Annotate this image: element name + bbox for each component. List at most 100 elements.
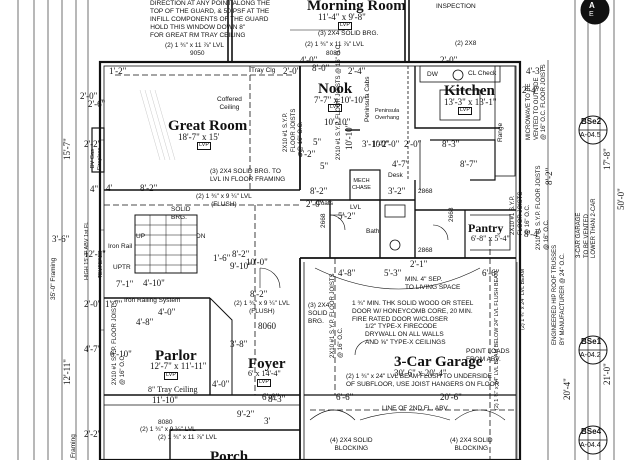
dim-label: 8'-3" <box>442 139 460 149</box>
dim-label: 1'-6" <box>213 253 231 263</box>
note-floor-joists-kitchen: 2X10 #1 S.Y.P. FLOOR JOISTS @ 16" O.C. <box>336 43 342 160</box>
dim-label: 12'-1" <box>84 249 106 259</box>
dim-label: 10'-10" <box>324 117 351 127</box>
dim-label: 8'-2" <box>250 289 268 299</box>
dim-label: 7'-1" <box>116 279 134 289</box>
dim-label: 3' <box>264 416 271 426</box>
dim-label: 2'-1" <box>410 259 428 269</box>
dim-label: 4'-10" <box>143 278 165 288</box>
dim-label: 4' <box>106 183 113 193</box>
dim-label: 2'-0" <box>306 199 324 209</box>
dim-label: 2'-6" <box>88 99 106 109</box>
room-dims-kitchen: 13'-3" x 13'-1" <box>444 97 497 107</box>
room-dims-foyer: 6' x 14'-4" <box>248 369 281 378</box>
dim-label: 3'-8" <box>230 339 248 349</box>
dim-label: 3'-6" <box>52 234 70 244</box>
dim-label: 3'-2" <box>388 186 406 196</box>
dim-2-0: 2'-0" <box>80 91 98 101</box>
note-floor-joists-garage: 2X10 #1 S.Y.P. FLOOR JOISTS @ 16" O.C. <box>330 273 344 359</box>
note-desk: Desk <box>388 172 403 179</box>
dim-label: 8060 <box>258 321 276 331</box>
dim-label: 6'-6" <box>336 392 354 402</box>
dim-17-8: 17'-8" <box>602 148 612 170</box>
section-tag-bse4-top: BSe4 <box>581 427 602 436</box>
dim-label: 2'-0" <box>283 66 301 76</box>
dim-label: 9'-2" <box>237 409 255 419</box>
note-framing-left: 35'-0" Framing <box>50 257 57 300</box>
note-window-8080-b: 8080 <box>158 419 173 426</box>
note-peninsula-cabs: Peninsula Cabs <box>364 76 371 122</box>
dim-label: 8'-0" <box>312 63 330 73</box>
room-name-great-room: Great Room <box>168 118 248 134</box>
dim-label: 1'-0" <box>372 139 390 149</box>
note-engineered-trusses: ENGINEERED HIP ROOF TRUSSES BY MANUFACTU… <box>552 244 566 345</box>
dim-label: 4'-8" <box>338 268 356 278</box>
dim-label: 4'-3" <box>526 66 544 76</box>
floor-tag-morning-room: LVP <box>338 22 352 30</box>
note-inspection: INSPECTION <box>436 3 476 10</box>
dim-label: 10'-0" <box>246 257 268 267</box>
note-floor-joists-parlor: 2X10 #1 S.Y.P. FLOOR JOISTS @ 16" O.C. <box>112 300 126 386</box>
room-name-kitchen: Kitchen <box>444 83 495 99</box>
dim-15-7: 15'-7" <box>62 138 72 160</box>
note-line-2nd-floor: LINE OF 2ND FL. ABV. <box>382 405 449 412</box>
note-garage-lvl: (2) 1 ¾" x 24" LVL BEAM FLUSH TO UNDERSI… <box>346 373 500 389</box>
note-stair-down: DN <box>196 233 206 240</box>
note-solid-brg-top: (3) 2X4 SOLID BRG. <box>318 30 379 37</box>
floor-tag-foyer: LVP <box>257 379 271 387</box>
dim-10-10: 10'-10" <box>344 123 354 150</box>
note-solid-brg-great-room: (3) 2X4 SOLID BRG. TO LVL IN FLOOR FRAMI… <box>210 168 286 184</box>
room-dims-nook: 7'-7" x 10'-10" <box>314 95 367 105</box>
note-door-2668: 2668 <box>448 207 455 222</box>
note-iron-railing-system: Iron Railing System <box>124 297 181 304</box>
dim-label: 2'-4" <box>348 66 366 76</box>
room-name-nook: Nook <box>318 81 353 97</box>
dim-label: 5" <box>313 137 322 147</box>
dim-label: 2'-0" <box>84 299 102 309</box>
dim-label: 2'-0" <box>404 139 422 149</box>
room-dims-great-room: 18'-7" x 15' <box>178 132 220 142</box>
note-fireplace: DV Gas Fireplace <box>90 147 103 170</box>
dim-label: 6'-6" <box>482 268 500 278</box>
dim-label: 4'-7" <box>392 159 410 169</box>
note-iron-rail: Iron Rail <box>108 243 133 250</box>
room-name-foyer: Foyer <box>248 356 286 372</box>
dim-label: 2'-0" <box>440 55 458 65</box>
dim-label: 2'-2" <box>84 429 102 439</box>
dim-label: 8'-2" <box>310 186 328 196</box>
room-name-pantry: Pantry <box>468 221 504 235</box>
section-tag-bse4-bottom: A-04.4 <box>580 442 601 449</box>
dim-label: 4'-8" <box>136 317 154 327</box>
section-tag-a-top: A <box>589 1 595 10</box>
dim-label: 8'-2" <box>140 183 158 193</box>
note-window-9050: 9050 <box>190 50 205 57</box>
dim-label: 8'-7" <box>460 159 478 169</box>
note-solid-brg-left: SOLID BRG. <box>171 206 191 222</box>
ceiling-note-parlor: 8" Tray Ceiling <box>148 385 198 394</box>
section-tag-bse2-top: BSe2 <box>581 117 602 126</box>
dim-label: 5'-2" <box>338 211 356 221</box>
dim-label: 6'-0" <box>262 392 280 402</box>
dim-label: 4" <box>90 184 99 194</box>
room-dims-garage: 30'-6" x 20'-4" <box>394 368 447 378</box>
section-tag-a-bottom: E <box>589 11 594 18</box>
note-garage-lvl-beam: (2) 1 ¾" x 24" LVL BEAM BELOW 24" LVL FL… <box>494 270 500 410</box>
note-coats: Coats <box>316 200 333 207</box>
room-dims-morning-room: 11'-4" x 9'-8" <box>318 12 366 22</box>
note-mech-chase: MECH CHASE <box>352 178 371 191</box>
room-dims-parlor: 12'-7" x 11'-11" <box>150 361 207 371</box>
dim-label: 2'-4" <box>522 85 540 95</box>
note-2x8: (2) 2X8 <box>455 40 477 47</box>
note-guard-load: DIRECTION AT ANY POINT ALONG THE TOP OF … <box>150 0 271 24</box>
floor-tag-kitchen: LVP <box>458 107 472 115</box>
floor-tag-nook: LVP <box>328 104 342 112</box>
note-solid-brg-mid: (3) 2X4 SOLID BRG. <box>308 302 330 326</box>
note-tray-ceiling: Tray Clg <box>251 67 276 74</box>
dim-label: 20'-6" <box>440 392 462 402</box>
room-name-parlor: Parlor <box>155 348 197 364</box>
note-porch-lvl: (2) 1 ¾" x 11 ⅞" LVL <box>158 434 217 441</box>
note-door-2668-b: 2668 <box>320 213 327 228</box>
dim-label: 8'-3" <box>268 394 286 404</box>
